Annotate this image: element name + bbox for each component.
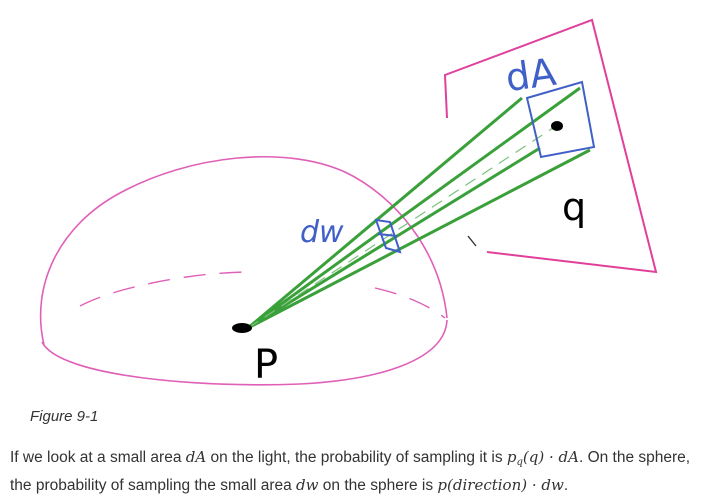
explanation-paragraph: If we look at a small area dA on the lig… xyxy=(10,446,705,497)
paragraph-text-3: . On the sphere, the probability of samp… xyxy=(10,449,691,494)
math-pq-subscript: q xyxy=(516,457,523,468)
hemisphere-dome xyxy=(39,155,448,346)
math-p-direction: p(direction) · dw xyxy=(437,476,564,494)
paragraph-text-2: on the light, the probability of samplin… xyxy=(206,449,507,466)
label-point-p: P xyxy=(254,342,278,388)
paragraph-text-5: . xyxy=(563,477,569,494)
math-pq: p xyxy=(506,448,517,466)
area-patch xyxy=(525,80,596,159)
paragraph-text-4: on the sphere is xyxy=(318,477,438,494)
solid-angle-patch xyxy=(374,218,402,254)
hemisphere-base-front xyxy=(41,319,448,386)
hemisphere-base-back xyxy=(79,271,446,319)
ray-upper-left xyxy=(247,96,523,330)
math-dw: dw xyxy=(296,476,319,494)
ray-lower xyxy=(247,148,591,330)
label-area: dA xyxy=(503,50,559,101)
math-dA: dA xyxy=(185,448,207,466)
ray-middle xyxy=(247,146,541,330)
ray-upper-right xyxy=(247,86,581,330)
point-p-dot xyxy=(232,323,252,333)
paragraph-text-1: If we look at a small area xyxy=(10,449,186,466)
sampling-rays xyxy=(247,86,591,330)
hemisphere-light-diagram: dA dw P q xyxy=(39,18,658,388)
label-solid-angle: dw xyxy=(300,215,344,250)
light-edge-stroke xyxy=(467,235,477,247)
figure-caption: Figure 9-1 xyxy=(30,408,99,425)
light-surface xyxy=(443,18,658,274)
math-pq-rest: (q) · dA xyxy=(522,448,579,466)
label-point-q: q xyxy=(562,185,586,229)
area-point-dot xyxy=(551,121,563,131)
ray-center-dashed xyxy=(247,125,557,329)
